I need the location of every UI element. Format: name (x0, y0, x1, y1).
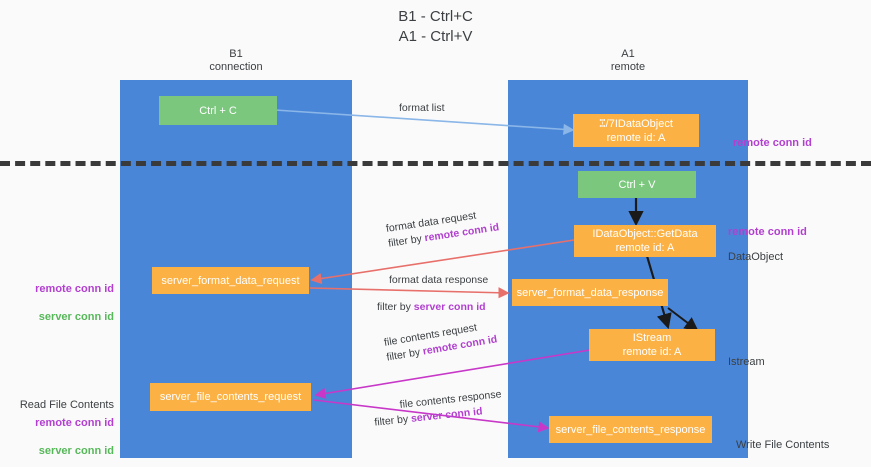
lane-title-b1: B1 connection (209, 48, 263, 73)
node-ctrl-c[interactable]: Ctrl + C (159, 96, 277, 125)
node-server-format-data-request[interactable]: server_format_data_request (152, 267, 309, 294)
right-label-remote-conn-id-mid: remote conn id (728, 211, 807, 239)
node-idataobject-getdata-label: IDataObject::GetData remote id: A (592, 228, 698, 254)
right-label-write-file-contents-text: Write File Contents (736, 439, 830, 451)
page-title: B1 - Ctrl+C A1 - Ctrl+V (398, 8, 473, 45)
right-label-istream: Istream (728, 341, 765, 369)
node-idataobject[interactable]: ꔙ/7IDataObject remote id: A (573, 114, 699, 147)
edge-label-file-contents-response: file contents response filter by server … (374, 387, 504, 428)
edge-format-data-response-filter-key: server conn id (413, 301, 486, 313)
edge-format-list-text: format list (399, 102, 445, 114)
node-ctrl-v[interactable]: Ctrl + V (578, 171, 696, 198)
edge-format-data-response-text: format data response (389, 274, 489, 286)
node-server-format-data-response-label: server_format_data_response (516, 286, 664, 299)
node-idataobject-getdata[interactable]: IDataObject::GetData remote id: A (574, 225, 716, 257)
left-label-conn-ids-format-line-0: remote conn id (35, 283, 114, 295)
node-server-file-contents-response[interactable]: server_file_contents_response (549, 416, 712, 443)
left-label-conn-ids-format-line-1: server conn id (38, 311, 114, 323)
node-ctrl-c-label: Ctrl + C (199, 104, 237, 117)
left-label-conn-ids-format: remote conn id server conn id (0, 268, 114, 338)
edge-label-format-data-request: format data request filter by remote con… (385, 205, 500, 251)
edge-label-format-list: format list (399, 101, 445, 116)
right-label-remote-conn-id-top-text: remote conn id (733, 137, 812, 149)
node-ctrl-v-label: Ctrl + V (618, 178, 656, 191)
node-idataobject-label: ꔙ/7IDataObject remote id: A (599, 117, 673, 144)
edge-format-data-response-filter: filter by (377, 301, 414, 313)
node-server-file-contents-request[interactable]: server_file_contents_request (150, 383, 311, 411)
left-label-read-file-contents-text: Read File Contents (19, 399, 114, 411)
edge-label-format-data-response: format data response filter by server co… (377, 273, 489, 315)
right-label-dataobject-text: DataObject (728, 251, 784, 263)
node-server-format-data-response[interactable]: server_format_data_response (512, 279, 668, 306)
left-label-conn-ids-file: remote conn id server conn id (0, 402, 114, 467)
right-label-dataobject: DataObject (728, 236, 783, 264)
node-server-file-contents-response-label: server_file_contents_response (555, 423, 706, 436)
edge-format-data-request-filter: filter by (387, 232, 426, 250)
section-divider (0, 161, 871, 166)
lane-title-a1: A1 remote (610, 48, 646, 73)
node-server-format-data-request-label: server_format_data_request (161, 274, 300, 287)
node-server-file-contents-request-label: server_file_contents_request (159, 391, 302, 403)
left-label-conn-ids-file-line-0: remote conn id (35, 417, 114, 429)
node-istream-label: IStream remote id: A (622, 332, 682, 358)
right-label-remote-conn-id-top: remote conn id (733, 122, 812, 150)
right-label-write-file-contents: Write File Contents (736, 424, 829, 452)
right-label-istream-text: Istream (728, 356, 765, 368)
left-label-conn-ids-file-line-1: server conn id (38, 445, 114, 457)
edge-label-file-contents-request: file contents request filter by remote c… (383, 318, 498, 366)
left-label-read-file-contents: Read File Contents (0, 384, 114, 426)
node-istream[interactable]: IStream remote id: A (589, 329, 715, 361)
right-label-remote-conn-id-mid-text: remote conn id (728, 226, 807, 238)
edge-file-contents-response-filter: filter by (373, 412, 412, 429)
